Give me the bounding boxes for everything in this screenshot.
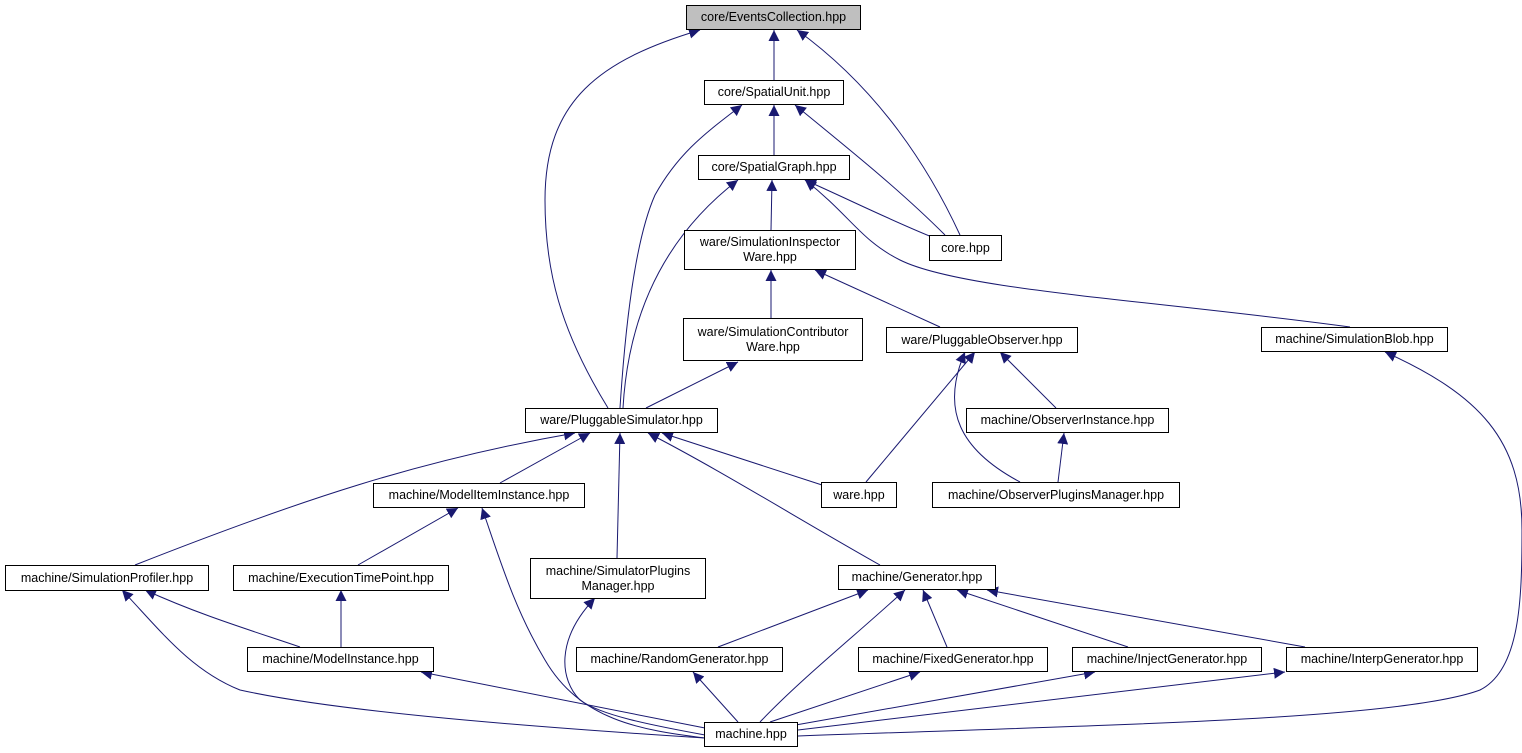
- node-label: machine.hpp: [715, 727, 787, 741]
- node-machine[interactable]: machine.hpp: [704, 722, 798, 747]
- edge-machine-to-random-generator: [692, 671, 739, 723]
- edge-machine-to-simulator-plugins-manager: [564, 597, 706, 736]
- edge-pluggable-simulator-to-spatial-unit: [619, 104, 743, 409]
- node-label-line-1: ware/SimulationInspector: [699, 235, 841, 249]
- edge-pluggable-observer-to-sim-inspector: [814, 269, 941, 328]
- node-execution-time-point[interactable]: machine/ExecutionTimePoint.hpp: [233, 565, 449, 591]
- edge-ware-to-pluggable-simulator: [661, 431, 823, 486]
- edge-machine-to-model-item-instance: [480, 507, 706, 739]
- node-label-line-2: Ware.hpp: [746, 339, 800, 354]
- edge-sim-blob-to-spatial-graph: [804, 179, 1351, 328]
- node-label: machine/FixedGenerator.hpp: [872, 652, 1034, 666]
- node-label: core.hpp: [941, 240, 990, 255]
- edge-core-to-spatial-unit: [794, 104, 946, 236]
- edge-sim-inspector-to-spatial-graph: [766, 179, 778, 231]
- edge-simulator-plugins-manager-to-pluggable-simulator: [614, 432, 626, 559]
- edge-machine-to-sim-profiler: [121, 589, 706, 739]
- edge-observer-plugins-manager-to-pluggable-observer: [953, 351, 1021, 483]
- node-label: machine/ObserverInstance.hpp: [980, 413, 1155, 427]
- edge-machine-to-generator: [759, 589, 906, 723]
- node-label: machine/Generator.hpp: [851, 570, 983, 584]
- node-spatial-unit[interactable]: core/SpatialUnit.hpp: [704, 80, 844, 105]
- edge-inject-generator-to-generator: [956, 588, 1129, 648]
- edge-machine-to-model-instance: [420, 668, 706, 729]
- edge-model-instance-to-sim-profiler: [144, 589, 301, 648]
- node-label: machine/SimulationBlob.hpp: [1275, 332, 1434, 346]
- node-model-instance[interactable]: machine/ModelInstance.hpp: [247, 647, 434, 672]
- node-label: machine/InjectGenerator.hpp: [1086, 652, 1248, 666]
- node-label-line-1: ware/SimulationContributor: [697, 324, 849, 339]
- edge-fixed-generator-to-generator: [922, 589, 948, 648]
- node-label: machine/ObserverPluginsManager.hpp: [947, 487, 1165, 502]
- edge-pluggable-simulator-to-events-collection: [544, 27, 701, 409]
- node-label: machine/ModelInstance.hpp: [262, 652, 419, 666]
- node-simulation-profiler[interactable]: machine/SimulationProfiler.hpp: [5, 565, 209, 591]
- edge-execution-time-point-to-model-item-instance: [357, 507, 459, 566]
- edge-sim-profiler-to-pluggable-simulator: [134, 429, 576, 566]
- node-label: ware/PluggableObserver.hpp: [901, 332, 1063, 347]
- node-label: ware.hpp: [833, 487, 885, 502]
- edge-pluggable-simulator-to-spatial-graph: [622, 179, 739, 409]
- node-interp-generator[interactable]: machine/InterpGenerator.hpp: [1286, 647, 1478, 672]
- node-pluggable-observer[interactable]: ware/PluggableObserver.hpp: [886, 327, 1078, 353]
- node-observer-instance[interactable]: machine/ObserverInstance.hpp: [966, 408, 1169, 433]
- node-observer-plugins-manager[interactable]: machine/ObserverPluginsManager.hpp: [932, 482, 1180, 508]
- node-label-line-2: Ware.hpp: [743, 250, 797, 264]
- node-spatial-graph[interactable]: core/SpatialGraph.hpp: [698, 155, 850, 180]
- node-label: core/EventsCollection.hpp: [700, 10, 847, 24]
- edge-model-item-instance-to-pluggable-simulator: [499, 432, 591, 484]
- edge-machine-to-sim-blob: [797, 351, 1522, 737]
- edge-ware-to-pluggable-observer: [865, 351, 976, 483]
- node-ware[interactable]: ware.hpp: [821, 482, 897, 508]
- node-label: machine/InterpGenerator.hpp: [1300, 652, 1464, 666]
- node-events-collection[interactable]: core/EventsCollection.hpp: [686, 5, 861, 30]
- node-generator[interactable]: machine/Generator.hpp: [838, 565, 996, 590]
- edge-observer-plugins-manager-to-observer-instance: [1057, 432, 1069, 483]
- edge-observer-instance-to-pluggable-observer: [999, 351, 1057, 409]
- edge-generator-to-pluggable-simulator: [647, 432, 881, 566]
- edge-pluggable-simulator-to-sim-contributor: [645, 361, 739, 409]
- node-label-line-2: Manager.hpp: [581, 578, 655, 593]
- node-model-item-instance[interactable]: machine/ModelItemInstance.hpp: [373, 483, 585, 508]
- node-random-generator[interactable]: machine/RandomGenerator.hpp: [576, 647, 783, 672]
- node-label: ware/PluggableSimulator.hpp: [540, 413, 703, 427]
- edges: [121, 27, 1522, 739]
- node-simulator-plugins-manager[interactable]: machine/SimulatorPlugins Manager.hpp: [530, 558, 706, 599]
- node-simulation-inspector-ware[interactable]: ware/SimulationInspector Ware.hpp: [684, 230, 856, 270]
- edge-core-to-events-collection: [796, 29, 961, 236]
- edge-random-generator-to-generator: [717, 588, 869, 648]
- node-core[interactable]: core.hpp: [929, 235, 1002, 261]
- edge-machine-to-fixed-generator: [769, 670, 921, 723]
- node-label: core/SpatialGraph.hpp: [711, 160, 837, 174]
- node-simulation-contributor-ware[interactable]: ware/SimulationContributor Ware.hpp: [683, 318, 863, 361]
- edge-machine-to-interp-generator: [797, 667, 1286, 731]
- edge-machine-to-inject-generator: [789, 668, 1096, 727]
- node-simulation-blob[interactable]: machine/SimulationBlob.hpp: [1261, 327, 1448, 352]
- node-inject-generator[interactable]: machine/InjectGenerator.hpp: [1072, 647, 1262, 672]
- node-label: machine/RandomGenerator.hpp: [590, 652, 769, 666]
- node-pluggable-simulator[interactable]: ware/PluggableSimulator.hpp: [525, 408, 718, 433]
- node-label: machine/SimulationProfiler.hpp: [20, 570, 194, 585]
- edge-interp-generator-to-generator: [986, 586, 1306, 648]
- edge-core-to-spatial-graph: [804, 179, 933, 238]
- node-label-line-1: machine/SimulatorPlugins: [545, 563, 691, 578]
- node-fixed-generator[interactable]: machine/FixedGenerator.hpp: [858, 647, 1048, 672]
- node-label: core/SpatialUnit.hpp: [717, 85, 831, 99]
- node-label: machine/ExecutionTimePoint.hpp: [248, 570, 434, 585]
- node-label: machine/ModelItemInstance.hpp: [388, 488, 570, 502]
